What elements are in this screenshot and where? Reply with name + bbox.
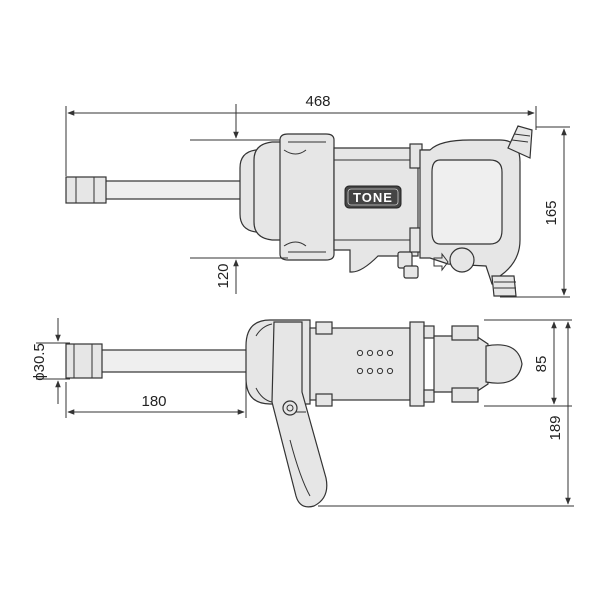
top-main-body [309, 327, 411, 401]
dim-center-height: 120 [215, 263, 232, 288]
dim-handle-depth: 189 [547, 415, 564, 440]
dim-overall-length: 468 [305, 93, 330, 110]
side-air-inlet [507, 125, 533, 159]
dim-height: 165 [543, 200, 560, 225]
direction-arrow-icon [433, 252, 449, 272]
dim-anvil-length: 180 [141, 393, 166, 410]
top-rear-housing [433, 335, 489, 393]
side-square-drive [65, 176, 107, 204]
reverse-knob [449, 247, 475, 273]
top-view [65, 319, 523, 508]
top-square-drive [65, 343, 103, 379]
dim-anvil-diameter: ϕ30.5 [31, 343, 48, 381]
side-handle-grip [271, 321, 328, 508]
top-air-inlet [485, 344, 523, 384]
top-anvil-bar [99, 349, 251, 373]
side-view-dimensions: 468 165 120 [65, 93, 570, 298]
brand-plate [344, 185, 402, 209]
side-view: TONE [65, 125, 533, 297]
handle-bolt [282, 400, 298, 416]
side-hammer-case [279, 133, 335, 261]
dim-body-width: 85 [533, 356, 550, 373]
top-view-dimensions: ϕ30.5 180 85 189 [31, 318, 574, 507]
vent-holes [356, 349, 394, 375]
brand-label: TONE [353, 190, 393, 205]
side-motor-housing [333, 147, 419, 273]
side-anvil-bar [103, 180, 255, 200]
